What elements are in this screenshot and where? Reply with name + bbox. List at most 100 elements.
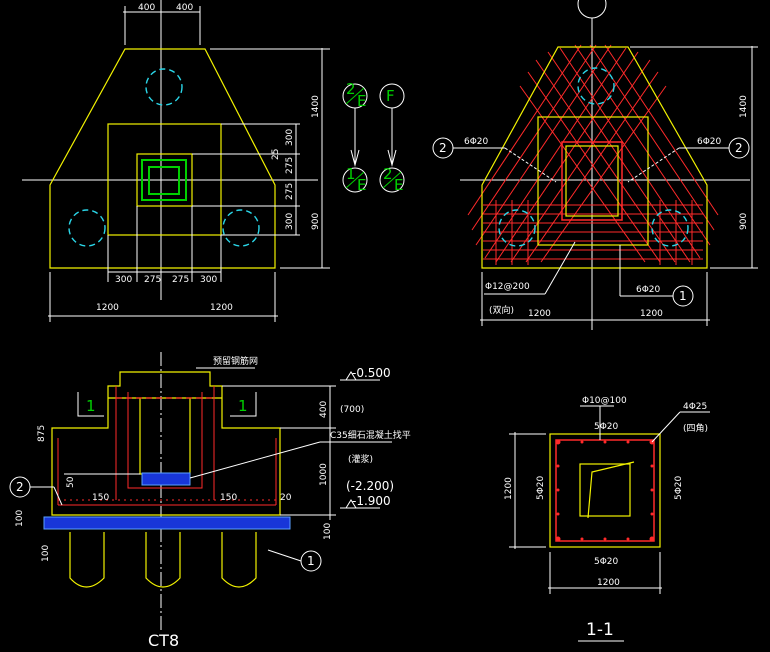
reinf-bottom-left-sub: (双向) — [489, 304, 514, 316]
section-pile-left — [69, 532, 105, 588]
section-grout — [141, 472, 191, 486]
section-dim-20: 20 — [280, 493, 292, 503]
section-elev-bot: -1.900 — [352, 494, 391, 508]
pier-v-dim-3: 275 — [285, 157, 295, 174]
axis-2e-num: 2 — [383, 165, 393, 183]
section-dim-50: 50 — [66, 476, 76, 488]
section-mark-right: 1 — [238, 397, 248, 415]
section-dim-100c: 100 — [323, 523, 333, 540]
reinf-pier-outline — [565, 145, 619, 217]
column-top-bars: 5Φ20 — [594, 422, 619, 432]
reinf-diagonal-bars — [467, 44, 719, 263]
plan-right-dim-1: 1400 — [311, 95, 321, 118]
section-dim-100b: 100 — [41, 545, 51, 562]
column-right-bars: 5Φ20 — [674, 475, 684, 500]
column-corner-label: 4Φ25 — [683, 402, 707, 412]
section-rebar-inner — [127, 392, 203, 489]
column-stirrup — [555, 439, 655, 542]
section-pile-right — [221, 532, 257, 588]
column-corner-leader — [651, 411, 681, 443]
section-tag-bottom: 1 — [307, 554, 315, 568]
reinf-tag-bottom: 1 — [679, 289, 687, 303]
column-side-dim: 1200 — [504, 477, 514, 500]
section-elev-mid: (-2.200) — [346, 479, 394, 493]
reinf-pile-top — [577, 67, 615, 105]
plan-bottom-dim-2: 1200 — [210, 303, 233, 313]
plan-bottom-dim-1: 1200 — [96, 303, 119, 313]
reinf-left-label: 6Φ20 — [464, 137, 489, 147]
reinf-top-bubble — [577, 0, 607, 19]
section-mark-left-line — [77, 392, 104, 417]
section-dim-150b: 150 — [220, 493, 237, 503]
pier-h-dim-1: 300 — [115, 275, 132, 285]
axis-arrow-right — [387, 149, 397, 167]
section-cap-outline — [51, 371, 281, 516]
section-dim-400: 400 — [319, 401, 329, 418]
pier-core-green — [148, 166, 180, 195]
reinf-horizontal-bars — [483, 200, 703, 265]
reinf-bottom-right-label: 6Φ20 — [636, 285, 661, 295]
column-infill-mark — [587, 461, 635, 519]
reinf-right-leader-diag — [627, 147, 680, 183]
reinf-pedestal-outline — [537, 116, 649, 246]
reinf-bottom-dim-2: 1200 — [640, 309, 663, 319]
axis-arrow-left — [350, 149, 360, 167]
reinf-right-label: 6Φ20 — [697, 137, 722, 147]
pier-v-dim-5: 300 — [285, 213, 295, 230]
reinf-bottom-dim-1: 1200 — [528, 309, 551, 319]
section-base-layer — [43, 516, 291, 530]
axis-f-letter: F — [386, 87, 395, 105]
section-mark-right-line — [230, 392, 257, 417]
plan-top-dim-1: 400 — [138, 3, 155, 13]
column-corner-sub: (四角) — [683, 422, 708, 434]
reinf-right-dim-2: 900 — [739, 213, 749, 230]
axis-2e-top-num: 2 — [346, 80, 356, 98]
column-left-bars: 5Φ20 — [536, 475, 546, 500]
section-title: CT8 — [148, 631, 179, 650]
pier-h-dim-3: 275 — [172, 275, 189, 285]
section-tag-bottom-leader — [267, 549, 302, 562]
axis-1e-letter: E — [357, 176, 366, 194]
section-note-top: 预留钢筋网 — [213, 355, 258, 367]
reinf-tag-left: 2 — [439, 141, 447, 155]
column-bottom-bars: 5Φ20 — [594, 557, 619, 567]
section11-title: 1-1 — [586, 620, 614, 640]
pier-outer — [136, 153, 193, 207]
reinf-tag-bottom-bubble — [672, 285, 694, 307]
reinf-pile-right — [651, 209, 689, 247]
axis-1e-slash — [345, 171, 365, 189]
section-tag-left: 2 — [16, 480, 24, 494]
reinf-bottom-left-label: Φ12@200 — [485, 282, 530, 292]
axis-bubble-1e — [342, 167, 368, 193]
plan-right-dim-2: 900 — [311, 213, 321, 230]
plan-top-dim-2: 400 — [176, 3, 193, 13]
reinf-pier-cage — [561, 141, 623, 221]
pier-v-dim-4: 275 — [285, 183, 295, 200]
section-tag-left-leader-2 — [53, 486, 63, 506]
column-top-label: Φ10@100 — [582, 396, 627, 406]
axis-bubble-2e — [379, 167, 405, 193]
section-pile-mid — [145, 532, 181, 588]
pile-circle-right — [222, 209, 260, 247]
section-view: 预留钢筋网 -0.500 400 (700) 1000 C35细石混凝土找平 (… — [9, 352, 411, 650]
section-dim-1000: 1000 — [319, 463, 329, 486]
reinf-pile-left — [498, 209, 536, 247]
axis-bubble-2e-top — [342, 83, 368, 109]
axis-1e-num: 1 — [346, 165, 356, 183]
column-core — [579, 463, 631, 517]
pedestal-outline — [107, 123, 222, 236]
pile-cap-outline — [49, 48, 276, 269]
section-concrete-note: C35细石混凝土找平 — [330, 429, 411, 441]
axis-2e-top-slash — [345, 87, 365, 105]
section-dim-875: 875 — [37, 425, 47, 442]
reinf-bottom-left-leader-diag — [544, 241, 576, 295]
plan-view: 400 400 1400 900 300 25 275 275 300 300 … — [22, 0, 330, 322]
reinf-right-dim-1: 1400 — [739, 95, 749, 118]
axis-2e-slash — [382, 171, 402, 189]
column-bottom-dim: 1200 — [597, 578, 620, 588]
reinf-tag-right: 2 — [735, 141, 743, 155]
reinf-left-leader-diag — [504, 147, 557, 183]
section-mark-left: 1 — [86, 397, 96, 415]
pile-circle-left — [68, 209, 106, 247]
section-elev-top-mark — [345, 371, 357, 381]
